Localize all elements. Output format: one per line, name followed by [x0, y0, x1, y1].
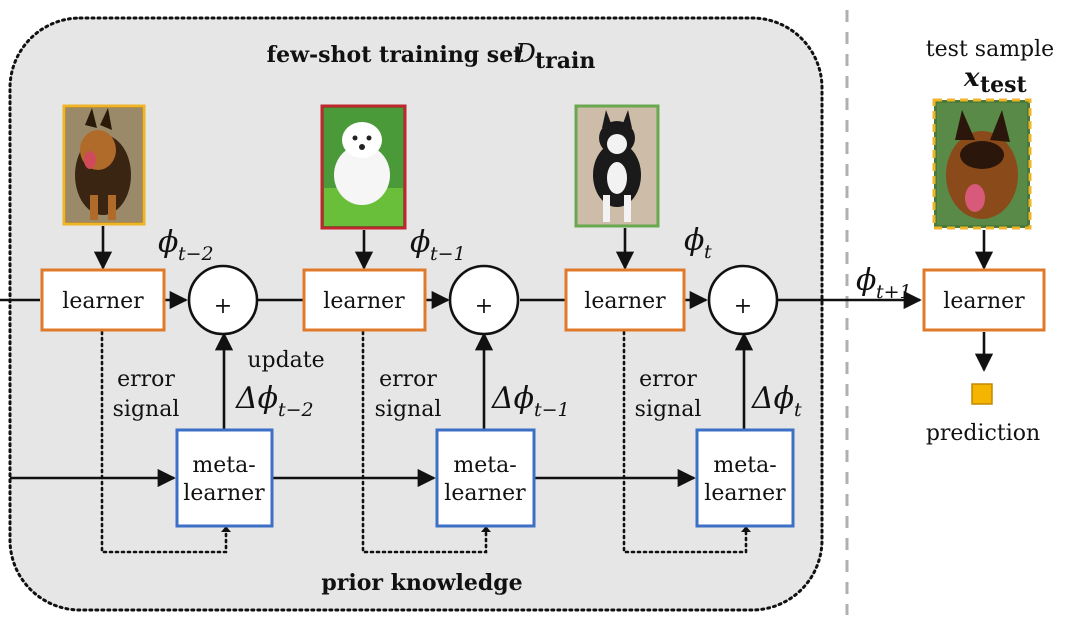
learner-box-2: learner [302, 268, 427, 332]
meta-learner-box-2: meta- learner [435, 428, 536, 528]
svg-text:t−1: t−1 [534, 399, 570, 421]
svg-text:learner: learner [183, 481, 265, 506]
svg-text:t+1: t+1 [876, 281, 912, 303]
learner-box-3: learner [564, 268, 686, 332]
error-signal-label-3: error signal [635, 367, 702, 422]
svg-text:Δϕ: Δϕ [491, 381, 534, 416]
plus-node-3: + [707, 264, 779, 336]
update-label: update [247, 348, 324, 373]
error-signal-path-1 [100, 330, 228, 554]
svg-text:t−1: t−1 [430, 243, 466, 265]
training-set-title: few-shot training set [267, 42, 525, 68]
prediction-marker [971, 383, 993, 405]
plus-node-1: + [187, 264, 259, 336]
svg-text:t: t [704, 241, 712, 263]
training-set-symbol: D [514, 39, 536, 69]
svg-text:+: + [734, 294, 752, 319]
error-signal-path-3 [622, 330, 748, 554]
svg-text:Δϕ: Δϕ [235, 381, 278, 416]
svg-text:signal: signal [113, 397, 180, 422]
svg-text:learner: learner [584, 289, 666, 314]
svg-text:meta-: meta- [713, 453, 776, 478]
svg-text:+: + [214, 294, 232, 319]
svg-text:+: + [475, 294, 493, 319]
error-signal-label-1: error signal [113, 367, 180, 422]
meta-learner-box-1: meta- learner [175, 428, 274, 528]
error-signal-arrowhead-1 [221, 526, 231, 532]
meta-learner-box-3: meta- learner [695, 428, 795, 528]
svg-text:meta-: meta- [192, 453, 255, 478]
svg-text:learner: learner [62, 289, 144, 314]
svg-text:ϕ: ϕ [856, 263, 876, 298]
svg-text:signal: signal [375, 397, 442, 422]
test-sample-title: test sample [926, 37, 1054, 62]
svg-text:learner: learner [704, 481, 786, 506]
svg-text:t: t [794, 399, 802, 421]
svg-text:meta-: meta- [453, 453, 516, 478]
phi-t-minus-2-label: ϕ t−2 [158, 225, 214, 265]
error-signal-arrowhead-3 [741, 526, 751, 532]
support-image-2 [320, 104, 407, 230]
phi-t-minus-1-label: ϕ t−1 [410, 225, 466, 265]
delta-phi-t-label: Δϕ t [751, 381, 802, 421]
svg-text:ϕ: ϕ [158, 225, 178, 260]
svg-text:error: error [379, 367, 437, 392]
support-image-3 [574, 104, 660, 228]
learner-box-1: learner [40, 268, 166, 332]
svg-text:Δϕ: Δϕ [751, 381, 794, 416]
test-sample-subscript: test [980, 72, 1028, 98]
phi-t-label: ϕ t [684, 223, 712, 263]
test-learner-box: learner [922, 268, 1046, 332]
error-signal-label-2: error signal [375, 367, 442, 422]
error-signal-arrowhead-2 [481, 526, 491, 532]
svg-text:learner: learner [323, 289, 405, 314]
prediction-label: prediction [926, 421, 1040, 446]
svg-text:error: error [117, 367, 175, 392]
prior-knowledge-label: prior knowledge [321, 570, 522, 596]
training-set-subscript: train [535, 48, 595, 74]
plus-node-2: + [448, 264, 520, 336]
svg-text:ϕ: ϕ [410, 225, 430, 260]
test-sample-symbol: x [963, 63, 980, 93]
delta-phi-t-minus-1-label: Δϕ t−1 [491, 381, 570, 421]
support-image-1 [62, 104, 146, 226]
phi-t-plus-1-label: ϕ t+1 [856, 263, 912, 303]
error-signal-path-2 [361, 330, 488, 554]
svg-text:t−2: t−2 [178, 243, 214, 265]
svg-text:learner: learner [444, 481, 526, 506]
svg-text:error: error [639, 367, 697, 392]
svg-text:signal: signal [635, 397, 702, 422]
delta-phi-t-minus-2-label: Δϕ t−2 [235, 381, 314, 421]
test-image [932, 98, 1032, 230]
svg-text:ϕ: ϕ [684, 223, 704, 258]
svg-text:t−2: t−2 [278, 399, 314, 421]
svg-text:learner: learner [943, 289, 1025, 314]
